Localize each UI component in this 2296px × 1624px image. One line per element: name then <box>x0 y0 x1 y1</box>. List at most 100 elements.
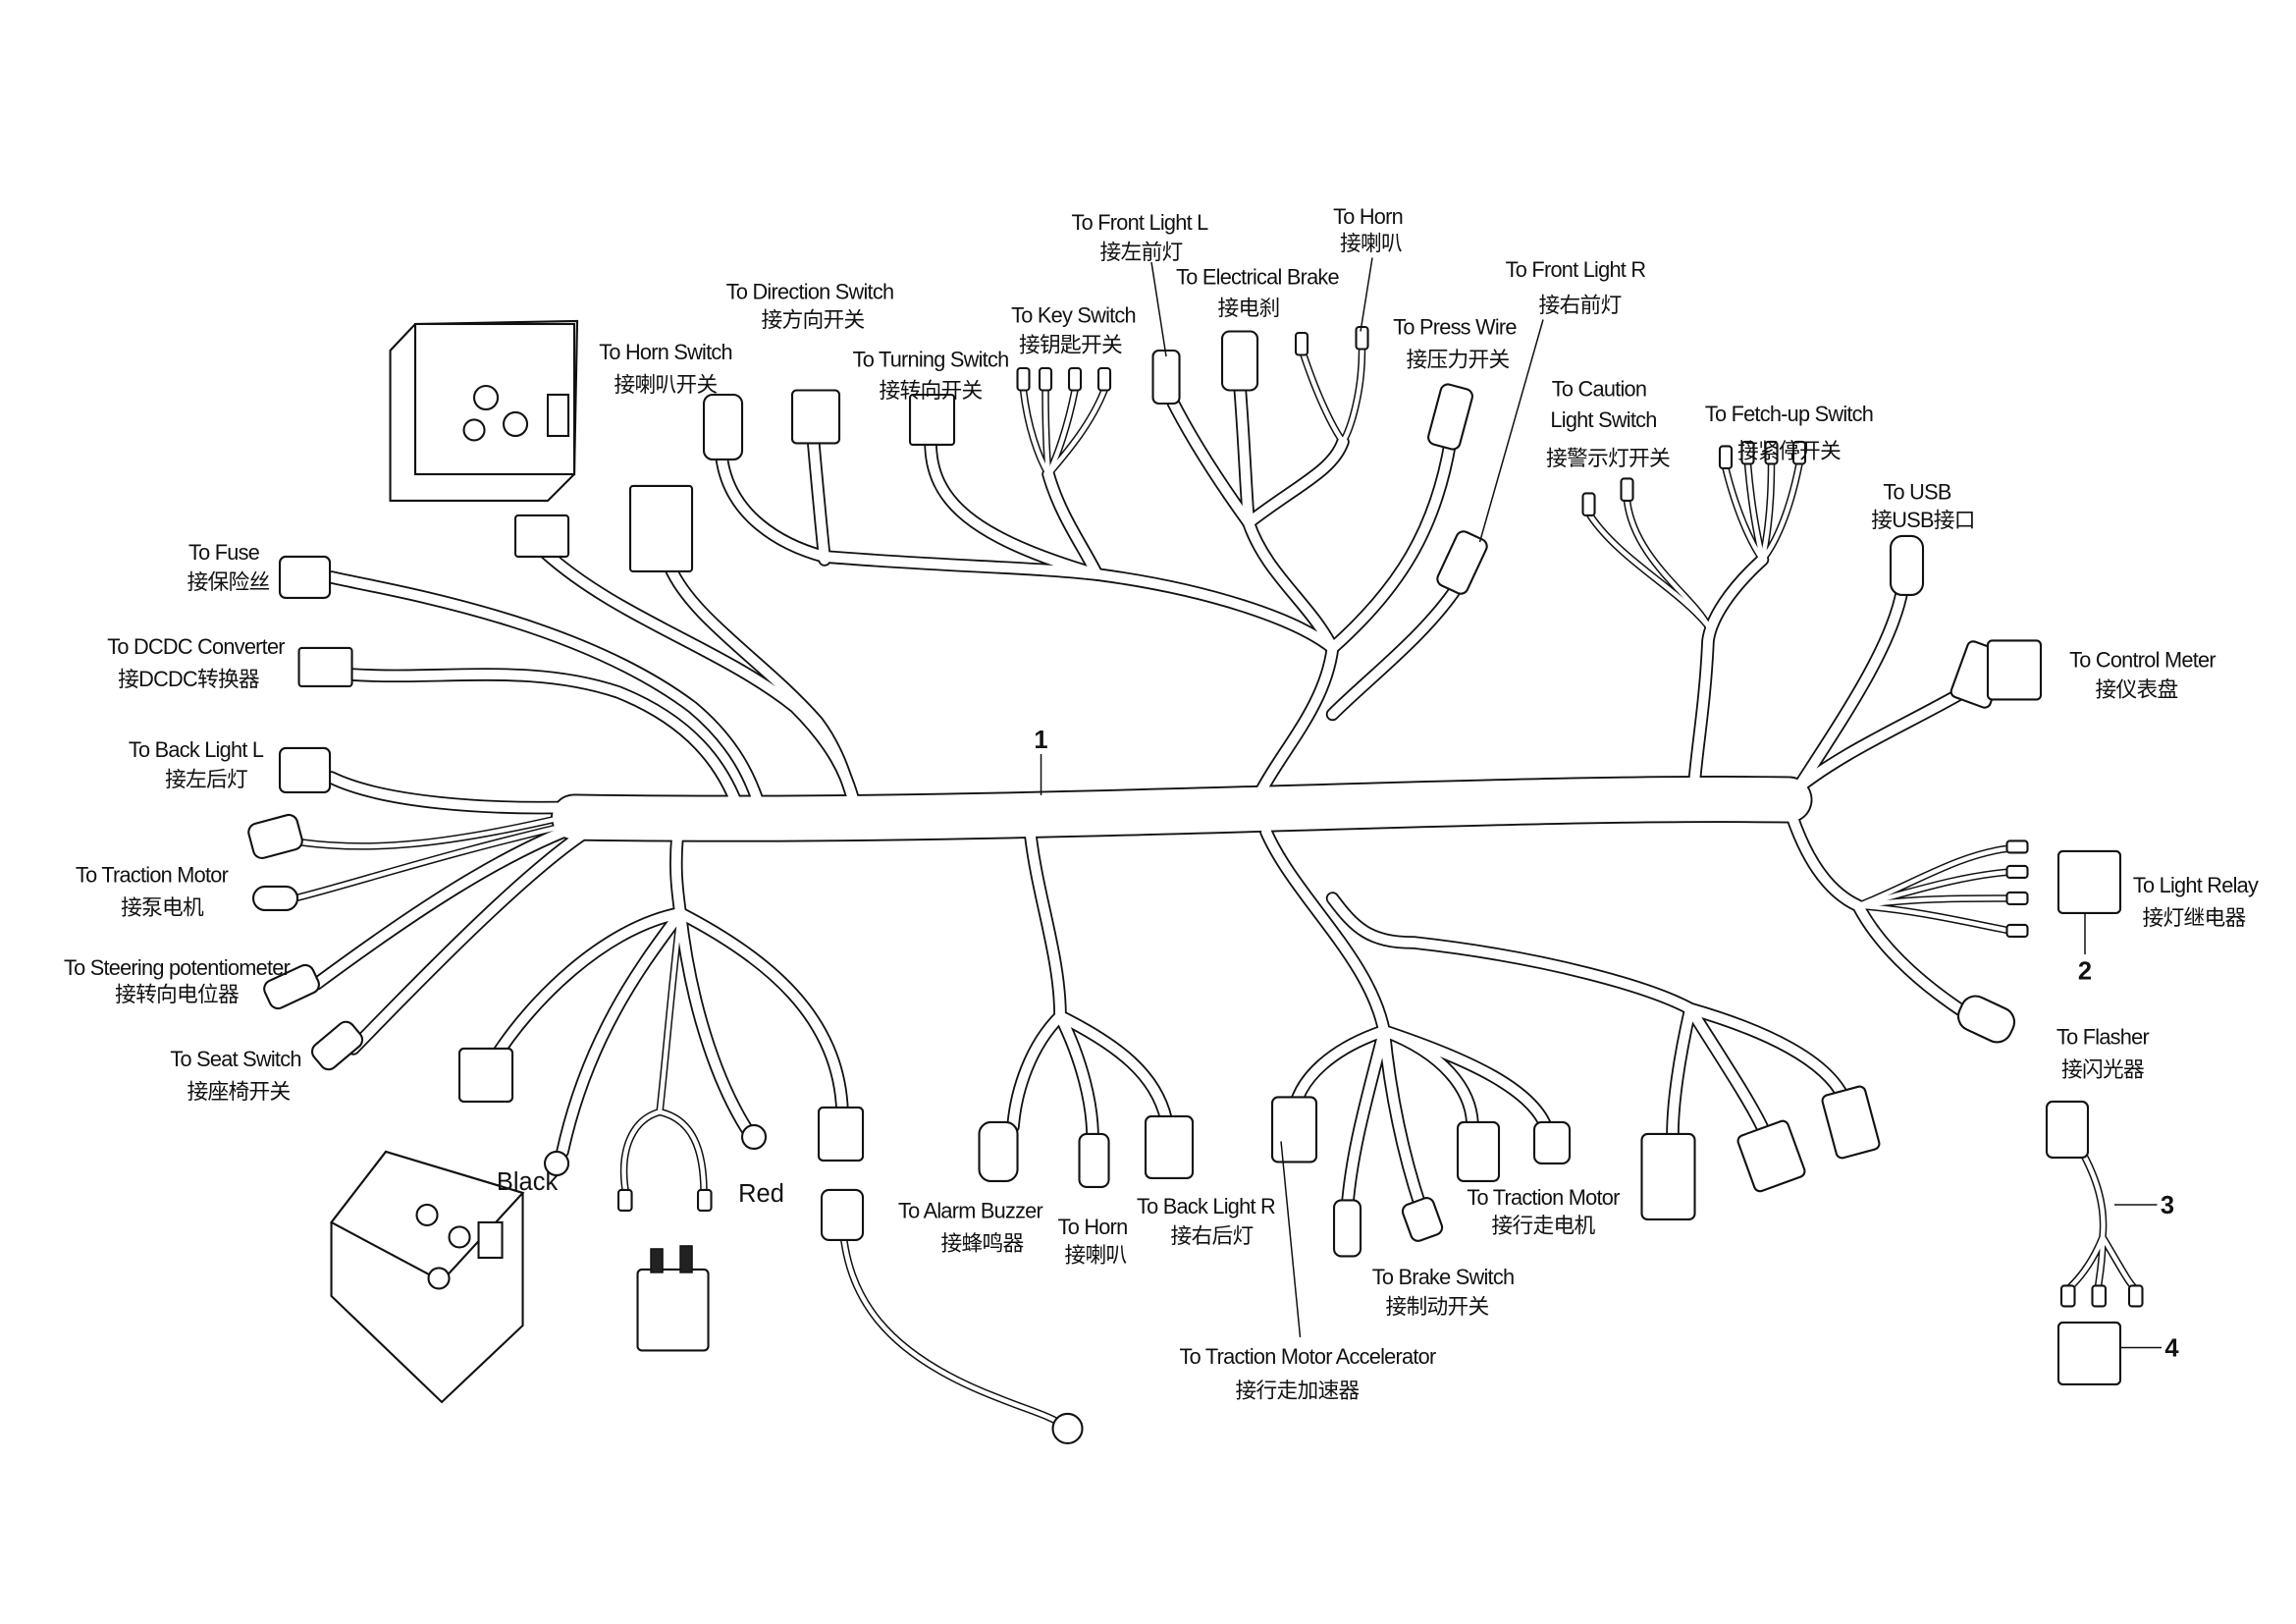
fetch-up-terminal <box>1764 440 1779 465</box>
label-dcdc-zh: 接DCDC转换器 <box>118 667 260 691</box>
horn-bottom-connector <box>1078 1132 1110 1189</box>
label-usb-en: To USB <box>1883 479 1950 504</box>
label-red: Red <box>738 1180 784 1208</box>
label-back-light-r-en: To Back Light R <box>1137 1194 1275 1218</box>
turning-switch-connector <box>908 393 956 447</box>
traction-motor-connector-b <box>252 885 299 912</box>
horn-switch-connector <box>702 393 744 461</box>
branch-bottom-right-fill <box>1261 827 1551 1213</box>
fetch-up-terminal <box>1740 440 1755 465</box>
label-electrical-brake-en: To Electrical Brake <box>1176 264 1339 289</box>
branch-front-light-l-fill <box>1165 393 1254 528</box>
branch-relay-4-fill <box>1855 903 2012 934</box>
branch-horn-top-fill <box>1244 437 1348 528</box>
dcdc-connector <box>297 646 353 688</box>
branch-red-fill <box>675 908 753 1136</box>
key-switch-terminal <box>1038 366 1053 392</box>
branch-relay-1-fill <box>1855 845 2012 908</box>
label-back-light-l-zh: 接左后灯 <box>165 767 247 791</box>
branch-horn-top-b-fill <box>1340 348 1364 445</box>
label-steering-en: To Steering potentiometer <box>64 955 291 980</box>
label-light-relay-zh: 接灯继电器 <box>2143 905 2247 930</box>
connector-far-right-c <box>1821 1085 1881 1160</box>
alarm-buzzer-plug <box>978 1120 1019 1183</box>
label-back-light-l-en: To Back Light L <box>129 737 264 762</box>
branch-turning-fill <box>926 437 1102 579</box>
key-switch-terminal <box>1016 366 1031 392</box>
front-light-r-connector <box>1436 530 1488 595</box>
branch-usb-fill <box>1789 584 1907 800</box>
branch-bottom-far-right <box>1325 892 1850 1141</box>
label-front-light-l-zh: 接左前灯 <box>1100 240 1183 264</box>
label-seat-switch-zh: 接座椅开关 <box>187 1079 291 1104</box>
back-light-r-connector <box>1144 1114 1195 1180</box>
controller-connector-b <box>628 484 694 573</box>
relay-terminal <box>2005 923 2029 939</box>
fetch-up-terminal <box>1791 440 1807 465</box>
direction-switch-connector <box>790 389 841 445</box>
label-fuse-zh: 接保险丝 <box>187 569 270 594</box>
accelerator-connector <box>1270 1096 1318 1164</box>
branch-to-controller-connector-fill <box>488 908 685 1065</box>
label-press-wire-zh: 接压力开关 <box>1407 347 1510 371</box>
label-usb-zh: 接USB接口 <box>1871 508 1974 532</box>
electrical-brake-connector <box>1220 330 1259 392</box>
flasher-terminal <box>2127 1284 2144 1308</box>
label-seat-switch-en: To Seat Switch <box>170 1047 300 1071</box>
label-front-light-r-en: To Front Light R <box>1506 257 1646 282</box>
relay-terminal <box>2005 864 2029 880</box>
branch-caution-b-fill <box>1625 498 1711 628</box>
branch-back-light-l-fill <box>326 773 587 813</box>
front-light-l-connector <box>1151 349 1181 406</box>
connectors <box>247 325 2144 1445</box>
branch-black-fill <box>558 908 685 1157</box>
key-switch-terminal <box>1067 366 1083 392</box>
label-front-light-l-en: To Front Light L <box>1072 210 1209 235</box>
label-fetch-up-zh: 接紧停开关 <box>1737 438 1841 462</box>
label-accelerator-en: To Traction Motor Accelerator <box>1180 1344 1436 1369</box>
branch-relay-2-fill <box>1855 869 2012 908</box>
label-horn-top-zh: 接喇叭 <box>1340 231 1402 255</box>
label-front-light-r-zh: 接右前灯 <box>1539 293 1622 317</box>
branch-control-meter-fill <box>1784 679 1981 800</box>
branch-key-4-fill <box>1045 388 1107 477</box>
branch-contactor-wires-fill <box>621 910 707 1196</box>
contactor-terminal <box>696 1188 713 1213</box>
traction-motor-connector-d <box>1532 1120 1572 1165</box>
branch-bottom-mid-fill <box>1008 832 1171 1142</box>
label-horn-bottom-en: To Horn <box>1058 1215 1128 1239</box>
back-light-l-connector <box>279 746 332 794</box>
alarm-buzzer-grommet <box>1051 1412 1084 1445</box>
label-back-light-r-zh: 接右后灯 <box>1171 1223 1254 1248</box>
motor-controller-bottom <box>329 1150 525 1404</box>
seat-switch-connector <box>311 1020 364 1071</box>
label-flasher-en: To Flasher <box>2056 1024 2149 1049</box>
flasher-cable-fill <box>2066 1139 2138 1291</box>
black-ring-terminal <box>543 1150 570 1177</box>
labels: To Fuse 接保险丝 To DCDC Converter 接DCDC转换器 … <box>64 204 2260 1402</box>
label-light-relay-en: To Light Relay <box>2133 873 2259 897</box>
label-horn-switch-zh: 接喇叭开关 <box>614 372 718 397</box>
connector-far-right-b <box>1736 1119 1806 1193</box>
part-number-1: 1 <box>1034 727 1047 754</box>
label-horn-top-en: To Horn <box>1333 204 1403 229</box>
controller-small-connector <box>457 1047 514 1104</box>
branch-electrical-brake-fill <box>1235 381 1254 528</box>
label-turning-switch-en: To Turning Switch <box>853 347 1009 371</box>
branch-caution-a-fill <box>1587 513 1711 628</box>
label-caution-zh: 接警示灯开关 <box>1546 446 1670 470</box>
alarm-buzzer-cable-fill <box>839 1219 1066 1429</box>
label-direction-switch-zh: 接方向开关 <box>762 307 865 332</box>
label-traction-motor-pump-en: To Traction Motor <box>76 862 229 887</box>
brake-switch-connector-b <box>1401 1197 1444 1242</box>
horn-top-terminal <box>1355 325 1369 351</box>
label-fuse-en: To Fuse <box>188 540 260 565</box>
branch-to-connector-fill <box>675 908 847 1117</box>
label-control-meter-zh: 接仪表盘 <box>2096 677 2178 701</box>
flasher-terminal <box>2091 1284 2108 1308</box>
branch-front-light-r-fill <box>1327 576 1466 720</box>
control-meter-plug <box>1986 639 2043 701</box>
red-ring-terminal <box>740 1123 768 1151</box>
branch-bottom-left-fill <box>670 832 685 918</box>
caution-terminal <box>1620 477 1634 503</box>
